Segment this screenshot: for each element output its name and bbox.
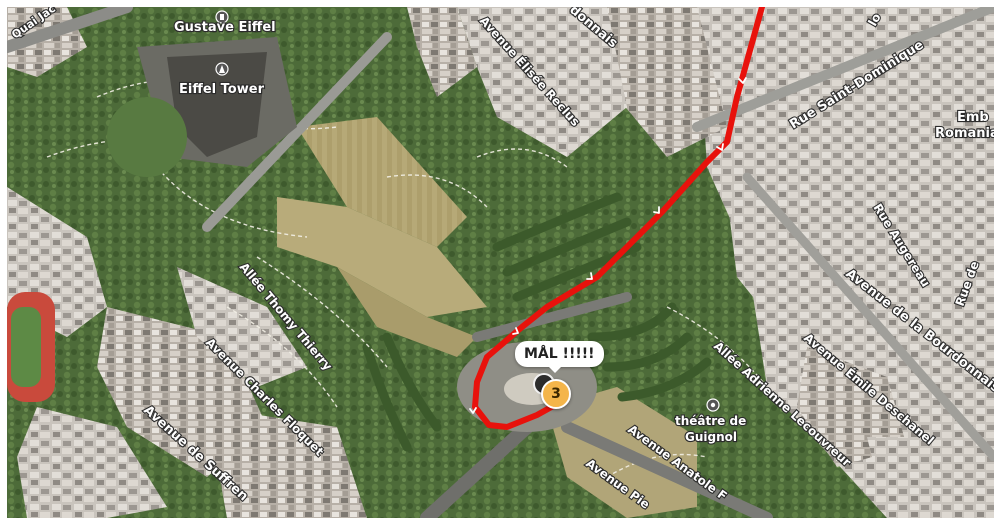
building-block bbox=[407, 7, 477, 97]
monument-icon[interactable] bbox=[215, 62, 229, 76]
track-field bbox=[11, 307, 41, 387]
lawn bbox=[277, 197, 487, 317]
building-block bbox=[867, 437, 994, 518]
label-theatre-line1: théâtre de bbox=[675, 414, 746, 428]
building-block bbox=[727, 197, 837, 327]
label-eiffel-tower: Eiffel Tower bbox=[179, 82, 265, 97]
building-block bbox=[607, 7, 727, 157]
eiffel-tower-structure bbox=[167, 52, 267, 157]
cluster-count-badge[interactable]: 3 bbox=[541, 379, 571, 409]
label-romania: Romania bbox=[935, 126, 994, 141]
monument-icon[interactable] bbox=[215, 10, 229, 24]
map-frame[interactable]: Gustave Eiffel Eiffel Tower Quai Jac don… bbox=[7, 7, 994, 518]
label-gustave-eiffel: Gustave Eiffel bbox=[174, 20, 276, 35]
route-direction-arrows bbox=[469, 77, 747, 414]
lawn bbox=[297, 117, 467, 247]
theatre-icon[interactable] bbox=[706, 398, 720, 412]
building-block bbox=[177, 267, 307, 387]
label-theatre-line2: Guignol bbox=[685, 430, 737, 444]
building-block bbox=[697, 7, 994, 518]
satellite-map[interactable]: Gustave Eiffel Eiffel Tower Quai Jac don… bbox=[7, 7, 994, 518]
destination-callout[interactable]: MÅL !!!!! bbox=[515, 341, 604, 373]
lawn bbox=[337, 267, 477, 357]
building-block bbox=[207, 407, 367, 518]
building-block bbox=[457, 7, 627, 157]
roads bbox=[7, 7, 994, 518]
garden bbox=[107, 97, 187, 177]
label-emb: Emb bbox=[957, 110, 989, 125]
building-block bbox=[17, 407, 167, 518]
